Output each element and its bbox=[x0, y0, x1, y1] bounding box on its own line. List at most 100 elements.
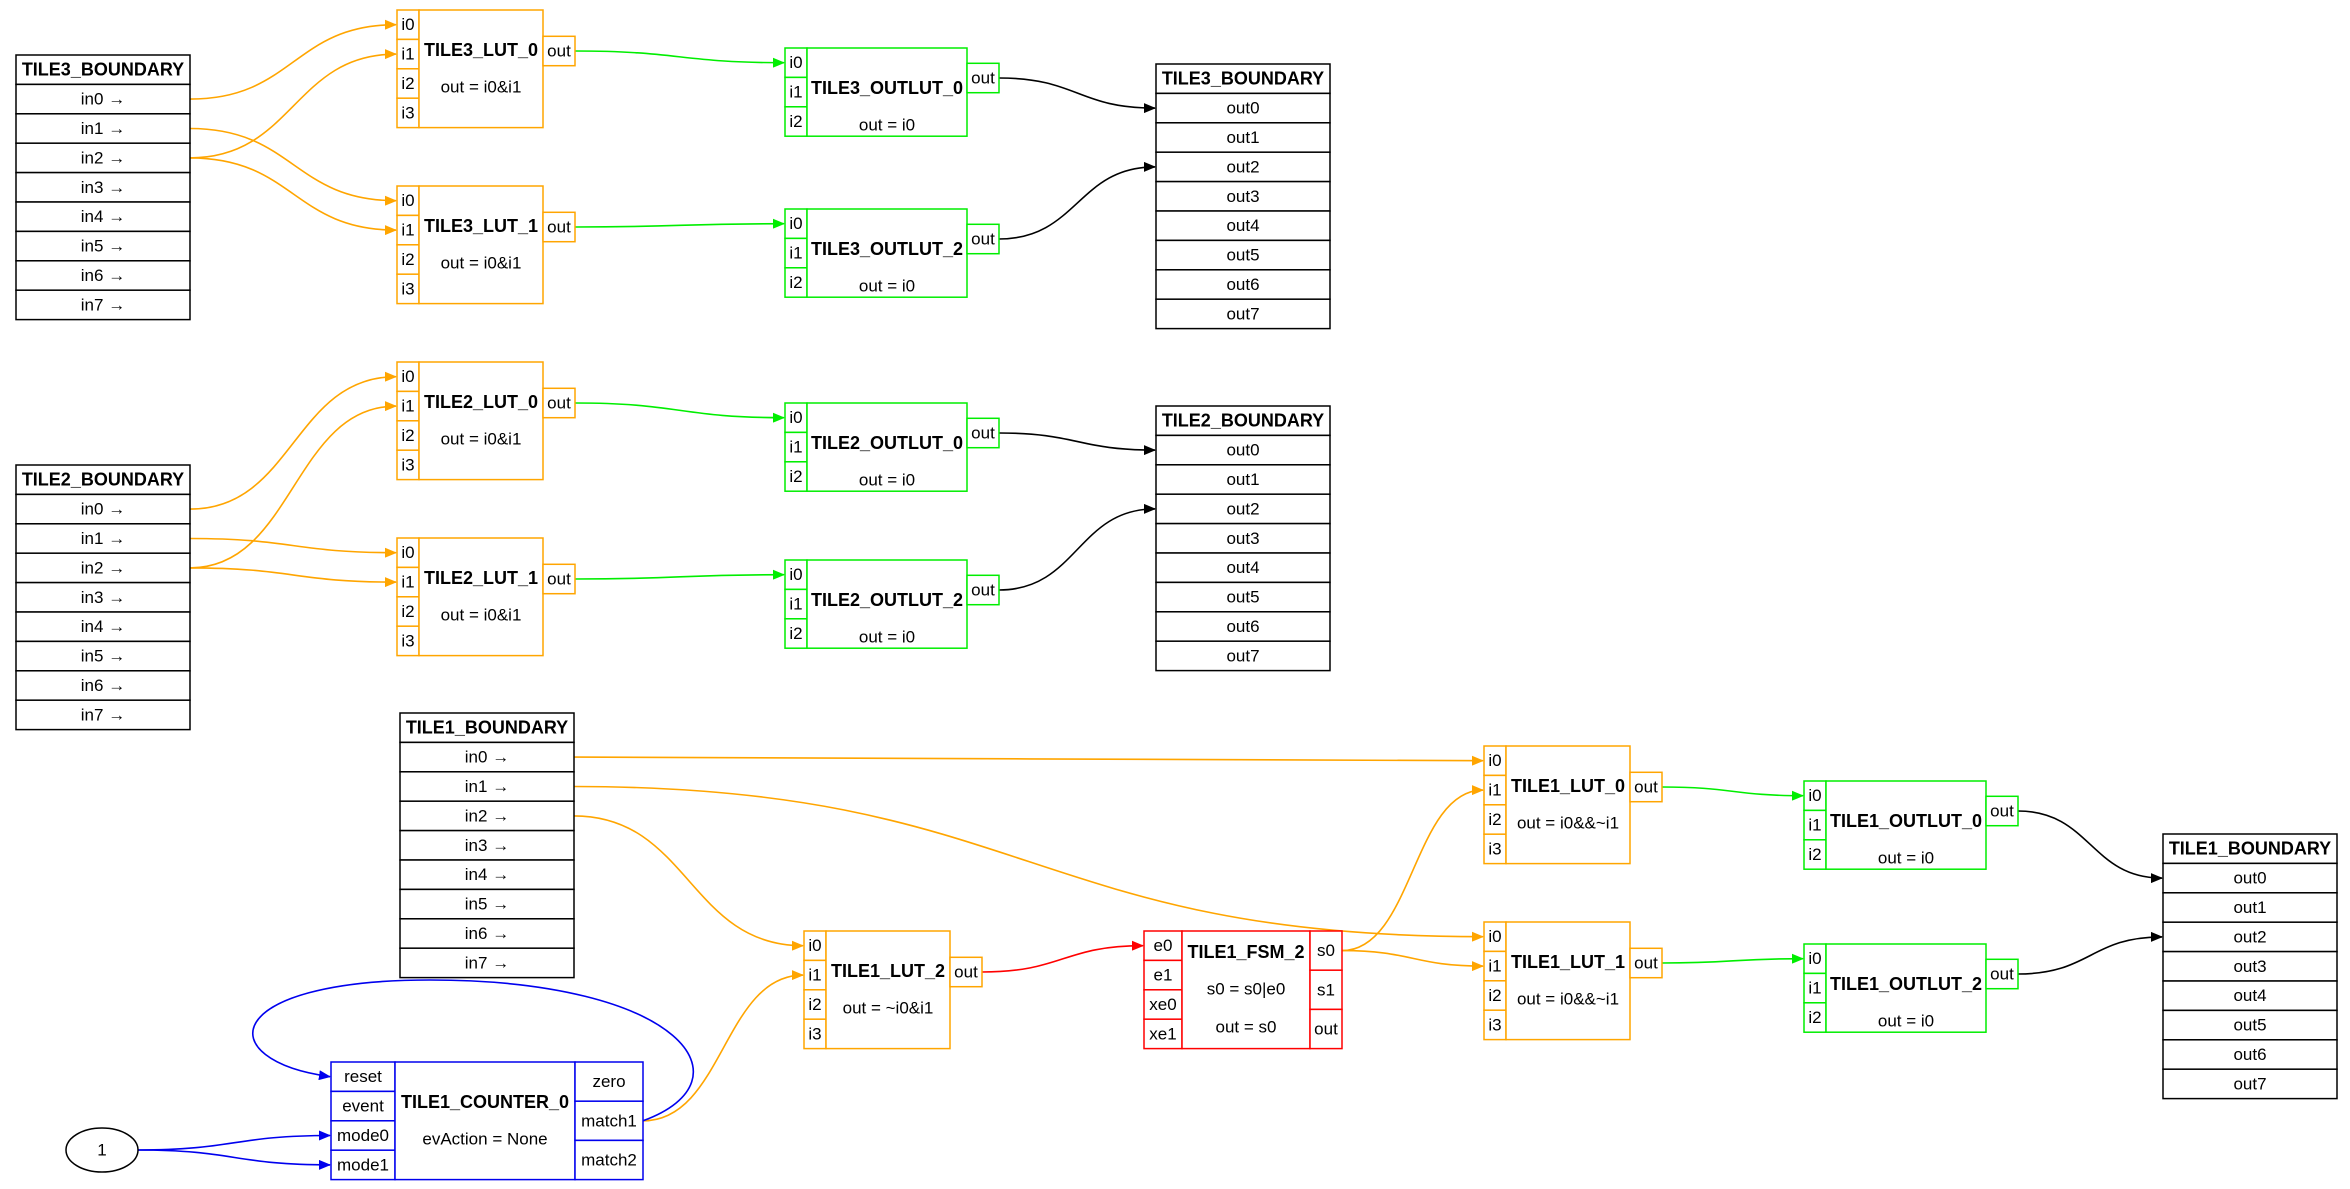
port-out1: out1 bbox=[1226, 470, 1259, 489]
boundary-port-cell[interactable] bbox=[15, 113, 191, 144]
boundary-port-cell[interactable] bbox=[1155, 581, 1331, 613]
boundary-port-cell[interactable] bbox=[1155, 522, 1331, 554]
output-port-cell[interactable] bbox=[966, 574, 1000, 606]
output-port-cell[interactable] bbox=[542, 563, 576, 595]
connection-edge bbox=[998, 432, 1156, 456]
constant-one-node[interactable]: 1 bbox=[65, 1127, 139, 1173]
boundary-port-cell[interactable] bbox=[15, 493, 191, 525]
boundary-port-cell[interactable] bbox=[1155, 464, 1331, 495]
input-port-i0: i0 bbox=[401, 367, 414, 386]
boundary-port-cell[interactable] bbox=[15, 640, 191, 672]
output-port-cell[interactable] bbox=[574, 1139, 644, 1181]
output-port-cell[interactable] bbox=[1985, 795, 2019, 827]
boundary-port-cell[interactable] bbox=[399, 947, 575, 979]
output-port-cell[interactable] bbox=[966, 417, 1000, 449]
boundary-port-cell[interactable] bbox=[2162, 892, 2338, 923]
output-port-cell[interactable] bbox=[574, 1100, 644, 1142]
boundary-port-cell[interactable] bbox=[1155, 269, 1331, 300]
input-port-i3: i3 bbox=[401, 455, 414, 474]
boundary-port-cell[interactable] bbox=[1155, 151, 1331, 183]
input-port-cell[interactable] bbox=[1143, 1018, 1183, 1050]
boundary-port-cell[interactable] bbox=[2162, 1009, 2338, 1041]
boundary-port-cell[interactable] bbox=[2162, 950, 2338, 982]
output-port-cell[interactable] bbox=[542, 387, 576, 419]
boundary-port-cell[interactable] bbox=[1155, 92, 1331, 124]
boundary-port-cell[interactable] bbox=[15, 260, 191, 291]
input-port-i2: i2 bbox=[401, 74, 414, 93]
node-expression: out = i0 bbox=[859, 471, 915, 490]
boundary-port-cell[interactable] bbox=[1155, 239, 1331, 271]
port-out3: out3 bbox=[2233, 957, 2266, 976]
connection-edge bbox=[573, 815, 804, 951]
input-port-i0: i0 bbox=[1808, 786, 1821, 805]
boundary-port-cell[interactable] bbox=[15, 171, 191, 203]
input-port-cell[interactable] bbox=[330, 1061, 396, 1093]
output-port-cell[interactable] bbox=[542, 35, 576, 67]
boundary-port-cell[interactable] bbox=[15, 670, 191, 701]
input-port-cell[interactable] bbox=[1143, 930, 1183, 962]
node-body bbox=[418, 185, 544, 305]
boundary-port-cell[interactable] bbox=[399, 741, 575, 773]
output-port-cell[interactable] bbox=[1309, 930, 1343, 971]
output-port-cell[interactable] bbox=[1309, 1008, 1343, 1050]
input-port-i3: i3 bbox=[808, 1024, 821, 1043]
boundary-port-cell[interactable] bbox=[1155, 298, 1331, 330]
t3-out-boundary: TILE3_BOUNDARYout0out1out2out3out4out5ou… bbox=[1155, 63, 1331, 330]
boundary-port-cell[interactable] bbox=[1155, 552, 1331, 584]
port-out2: out2 bbox=[1226, 499, 1259, 518]
node-expression: out = i0 bbox=[859, 628, 915, 647]
input-port-cell[interactable] bbox=[330, 1149, 396, 1181]
boundary-port-cell[interactable] bbox=[1155, 493, 1331, 525]
boundary-port-cell[interactable] bbox=[1155, 640, 1331, 672]
t1-counter0-node[interactable]: reseteventmode0mode1TILE1_COUNTER_0evAct… bbox=[330, 1061, 644, 1181]
output-port-cell[interactable] bbox=[966, 62, 1000, 94]
output-port-cell[interactable] bbox=[1629, 771, 1663, 803]
input-port-i2: i2 bbox=[401, 250, 414, 269]
boundary-port-cell[interactable] bbox=[399, 800, 575, 832]
boundary-port-cell[interactable] bbox=[2162, 1039, 2338, 1070]
input-port-i1: i1 bbox=[401, 221, 414, 240]
boundary-port-cell[interactable] bbox=[399, 888, 575, 920]
output-port-cell[interactable] bbox=[542, 211, 576, 243]
boundary-port-cell[interactable] bbox=[15, 523, 191, 554]
input-port-i3: i3 bbox=[1488, 1015, 1501, 1034]
boundary-port-cell[interactable] bbox=[1155, 434, 1331, 466]
port-in2: in2 → bbox=[81, 148, 125, 167]
boundary-port-cell[interactable] bbox=[2162, 1068, 2338, 1100]
boundary-port-cell[interactable] bbox=[15, 699, 191, 731]
output-port-cell[interactable] bbox=[1309, 969, 1343, 1011]
input-port-i1: i1 bbox=[789, 83, 802, 102]
boundary-port-cell[interactable] bbox=[15, 142, 191, 174]
boundary-port-cell[interactable] bbox=[15, 289, 191, 321]
constant-label: 1 bbox=[97, 1141, 106, 1160]
boundary-port-cell[interactable] bbox=[399, 771, 575, 802]
boundary-port-cell[interactable] bbox=[15, 552, 191, 584]
output-port-cell[interactable] bbox=[949, 956, 983, 988]
boundary-port-cell[interactable] bbox=[15, 201, 191, 233]
node-expression: out = i0 bbox=[859, 116, 915, 135]
port-in6: in6 → bbox=[81, 266, 125, 285]
output-port-cell[interactable] bbox=[1629, 947, 1663, 979]
output-port-cell[interactable] bbox=[966, 223, 1000, 255]
input-port-xe1: xe1 bbox=[1149, 1024, 1176, 1043]
boundary-port-cell[interactable] bbox=[2162, 980, 2338, 1012]
boundary-port-cell[interactable] bbox=[15, 83, 191, 115]
node-expression: evAction = None bbox=[422, 1130, 547, 1149]
output-port-cell[interactable] bbox=[1985, 958, 2019, 990]
boundary-port-cell[interactable] bbox=[2162, 862, 2338, 894]
output-port-match2: match2 bbox=[581, 1151, 637, 1170]
